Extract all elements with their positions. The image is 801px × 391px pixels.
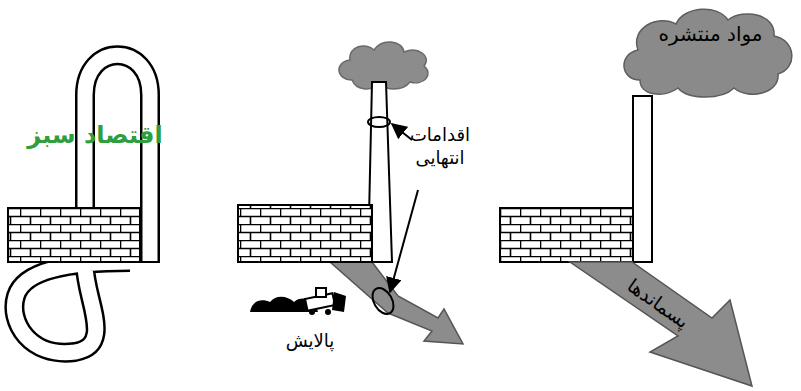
arrow-shape [570, 262, 752, 386]
ring-marker [368, 284, 398, 317]
green-economy-label: اقتصاد سبز [25, 120, 165, 150]
treatment-pile [250, 288, 346, 315]
leader-arrow [390, 190, 418, 292]
emission-cloud: مواد منتشره [618, 2, 798, 102]
node-text: پسماندها [602, 260, 714, 348]
chimney [633, 96, 652, 262]
brick-wall [500, 208, 633, 262]
leader-arrow [392, 124, 412, 140]
closed-loop [14, 55, 160, 352]
node-text: مواد منتشره [638, 22, 783, 47]
brick-wall [238, 205, 372, 262]
waste-arrow: پسماندها [560, 240, 760, 391]
treatment-label: پالایش [260, 330, 360, 353]
brick-wall [8, 208, 140, 262]
ring-marker [368, 117, 390, 127]
waste-arrow-small [330, 262, 463, 344]
cloud-shape [624, 9, 792, 97]
end-of-pipe-label: اقدامات انتهایی [398, 124, 482, 169]
